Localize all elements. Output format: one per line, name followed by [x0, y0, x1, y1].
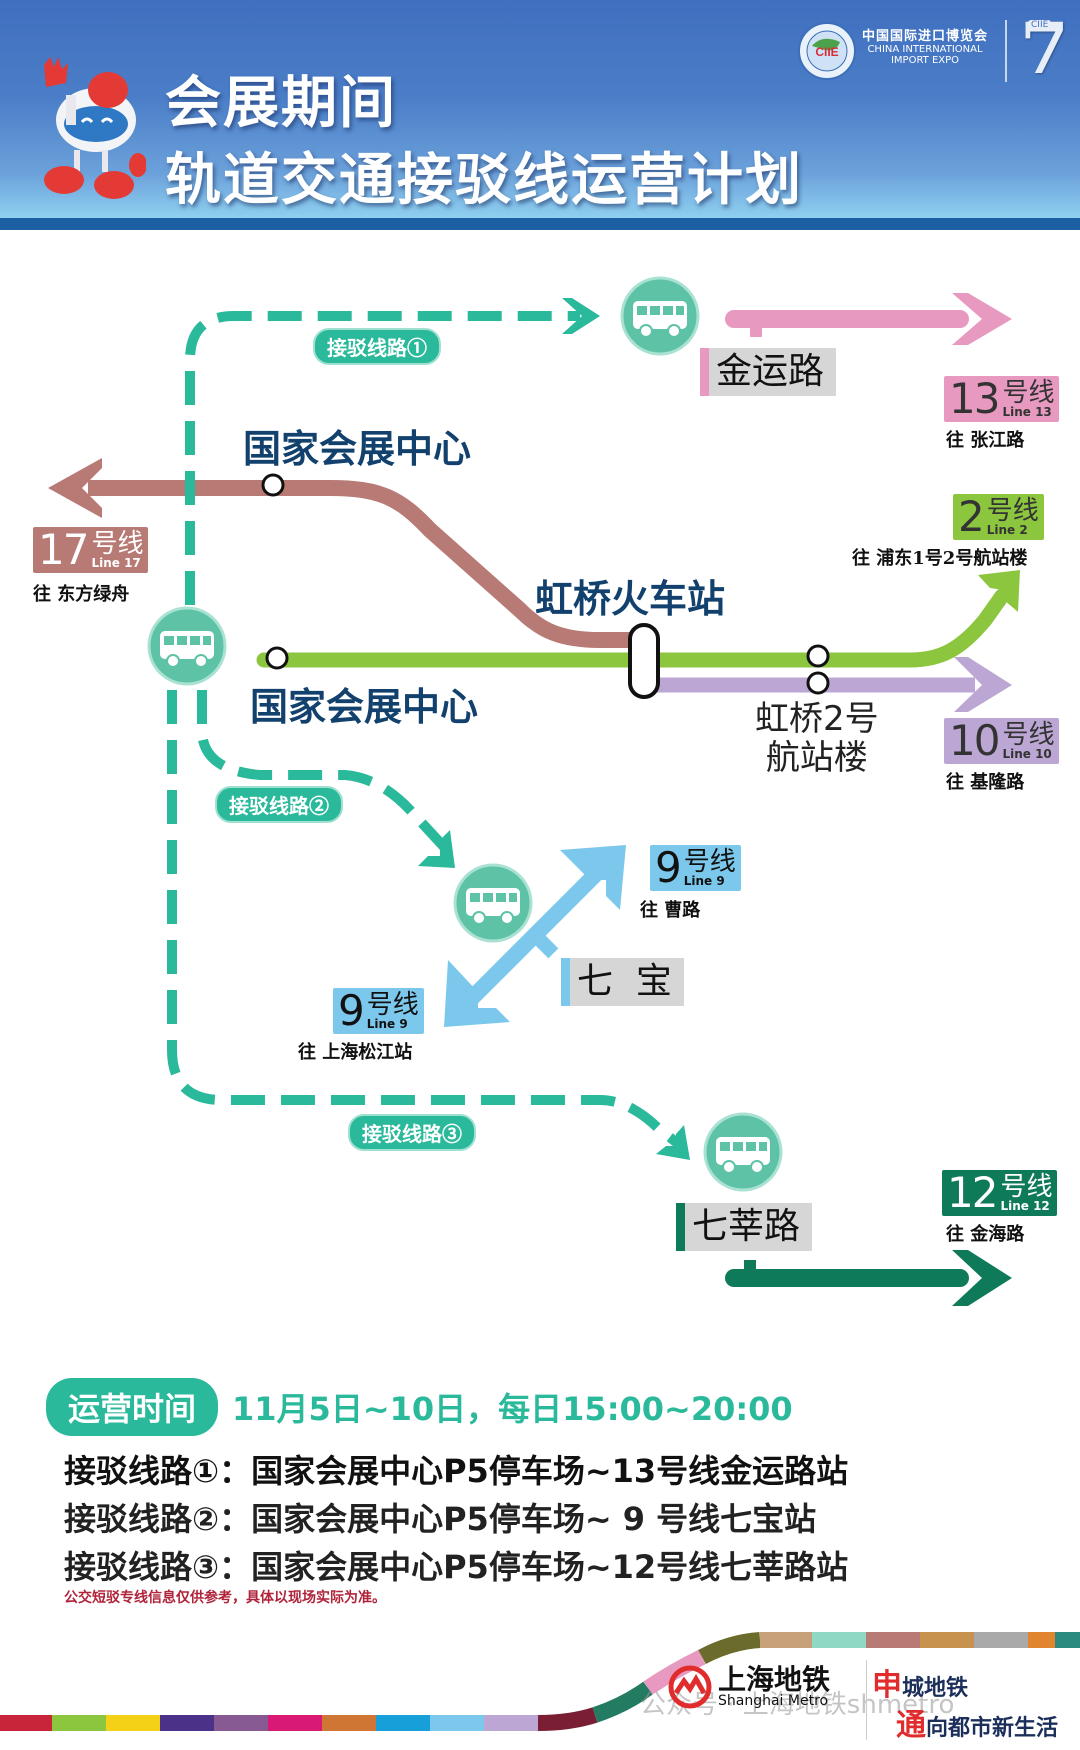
slogan-line-2: 通向都市新生活	[896, 1700, 1058, 1744]
line-badge-9-down-suffix: 号线	[366, 990, 419, 1020]
shuttle-route-1-label: 接驳线路①	[313, 328, 441, 365]
station-name-jinyun-road: 金运路	[700, 348, 837, 396]
line-17-destination: 往 东方绿舟	[33, 584, 130, 605]
station-name-hongqiao-t2-line1: 虹桥2号	[755, 699, 879, 739]
footer-line-stripe	[0, 1632, 1080, 1731]
line-9-down-destination: 往 上海松江站	[298, 1042, 413, 1063]
ciie-name-cn: 中国国际进口博览会	[862, 29, 989, 44]
shanghai-metro-icon	[668, 1665, 712, 1709]
line-badge-13-en: Line 13	[1002, 405, 1052, 419]
title-line-2: 轨道交通接驳线运营计划	[165, 148, 803, 213]
line-2-track	[256, 570, 1020, 668]
station-marker-hongqiao-t2-line10	[806, 671, 830, 695]
header-divider-strip	[0, 218, 1080, 230]
line-badge-10-number: 10	[949, 716, 1000, 765]
line-13-track	[725, 293, 1012, 345]
ciie-name-en-1: CHINA INTERNATIONAL	[867, 44, 983, 56]
line-badge-13-suffix: 号线	[1002, 378, 1055, 408]
transit-map	[48, 276, 1020, 1306]
header-divider	[1005, 20, 1007, 82]
line-12-destination: 往 金海路	[946, 1224, 1025, 1245]
station-marker-hongqiao-railway	[628, 623, 660, 699]
line-badge-9-up-number: 9	[655, 843, 682, 892]
line-2-destination: 往 浦东1号2号航站楼	[852, 548, 1028, 569]
route-description-2: 接驳线路②：国家会展中心P5停车场~ 9 号线七宝站	[64, 1500, 817, 1538]
line-badge-17-en: Line 17	[91, 556, 141, 570]
line-badge-9-up-en: Line 9	[683, 874, 725, 888]
line-13-destination: 往 张江路	[946, 430, 1025, 451]
line-badge-12-en: Line 12	[1000, 1199, 1050, 1213]
route-description-1: 接驳线路①：国家会展中心P5停车场~13号线金运路站	[64, 1452, 849, 1490]
station-name-hongqiao-t2: 虹桥2号 航站楼	[755, 699, 879, 779]
slogan-line-1: 申城地铁	[872, 1660, 968, 1704]
bus-stop-icon-necc	[147, 606, 227, 686]
line-badge-9-down-number: 9	[338, 986, 365, 1035]
shuttle-route-2-label: 接驳线路②	[215, 786, 343, 823]
metro-name-en: Shanghai Metro	[718, 1693, 829, 1709]
slogan-1-highlight: 申	[872, 1668, 902, 1703]
line-badge-9-up-suffix: 号线	[683, 847, 736, 877]
line-badge-12-suffix: 号线	[1000, 1172, 1053, 1202]
ciie-logo-text: CIIE	[815, 45, 838, 59]
line-badge-13-number: 13	[949, 374, 1000, 423]
footer-divider	[866, 1660, 867, 1740]
slogan-2-highlight: 通	[896, 1708, 926, 1743]
station-name-qixin-road: 七莘路	[676, 1203, 813, 1251]
metro-name-cn: 上海地铁	[718, 1663, 831, 1696]
line-badge-17-number: 17	[38, 525, 89, 574]
line-badge-10-suffix: 号线	[1002, 720, 1055, 750]
line-badge-17-suffix: 号线	[91, 529, 144, 559]
slogan-2-text: 向都市新生活	[926, 1715, 1059, 1741]
line-9-track	[444, 845, 626, 1027]
station-marker-necc-line17	[261, 473, 285, 497]
bus-stop-icon-qibao	[453, 863, 533, 943]
bus-stop-icon-qixin	[703, 1112, 783, 1192]
bus-stop-icon-jinyun	[620, 276, 700, 356]
shuttle-route-3-label: 接驳线路③	[348, 1114, 476, 1151]
station-name-necc-line2: 国家会展中心	[250, 685, 479, 729]
shuttle-route-3-path	[167, 690, 690, 1160]
line-9-up-destination: 往 曹路	[640, 900, 701, 921]
line-17-track	[48, 458, 650, 648]
line-12-track	[725, 1250, 1012, 1306]
line-badge-2-en: Line 2	[986, 523, 1028, 537]
shanghai-metro-logo: 上海地铁 Shanghai Metro	[668, 1665, 830, 1709]
station-marker-necc-line2	[265, 646, 289, 670]
line-badge-12-number: 12	[947, 1168, 998, 1217]
disclaimer-note: 公交短驳专线信息仅供参考，具体以现场实际为准。	[64, 1590, 386, 1606]
operating-hours-value: 11月5日~10日，每日15:00~20:00	[232, 1390, 793, 1428]
operating-hours: 运营时间 11月5日~10日，每日15:00~20:00	[46, 1378, 793, 1436]
shuttle-route-1-path	[185, 298, 600, 605]
station-name-hongqiao-t2-line2: 航站楼	[765, 738, 868, 779]
slogan-1-text: 城地铁	[902, 1675, 969, 1701]
ciie-wordmark: 中国国际进口博览会 CHINA INTERNATIONAL IMPORT EXP…	[862, 29, 989, 67]
line-badge-10-en: Line 10	[1002, 747, 1052, 761]
title-line-1: 会展期间	[165, 71, 397, 136]
station-name-qibao: 七 宝	[561, 958, 684, 1006]
route-description-3: 接驳线路③：国家会展中心P5停车场~12号线七莘路站	[64, 1548, 849, 1586]
ciie-globe-logo: CIIE	[798, 22, 856, 80]
operating-hours-label: 运营时间	[46, 1378, 219, 1436]
station-marker-hongqiao-t2-line2	[806, 644, 830, 668]
line-badge-9-down-en: Line 9	[366, 1017, 408, 1031]
header-banner: 会展期间 轨道交通接驳线运营计划 CIIE 中国国际进口博览会 CHINA IN…	[0, 0, 1080, 218]
line-10-destination: 往 基隆路	[946, 772, 1025, 793]
mascot-image	[44, 57, 146, 199]
shuttle-route-2-path	[197, 690, 455, 868]
station-name-hongqiao-railway: 虹桥火车站	[535, 577, 726, 621]
line-badge-2-suffix: 号线	[986, 496, 1039, 526]
line-badge-2-number: 2	[958, 492, 985, 541]
station-name-necc-line17: 国家会展中心	[243, 427, 472, 471]
ciie-name-en-2: IMPORT EXPO	[890, 55, 960, 67]
ciie-edition-tag: CIIE	[1028, 20, 1052, 30]
